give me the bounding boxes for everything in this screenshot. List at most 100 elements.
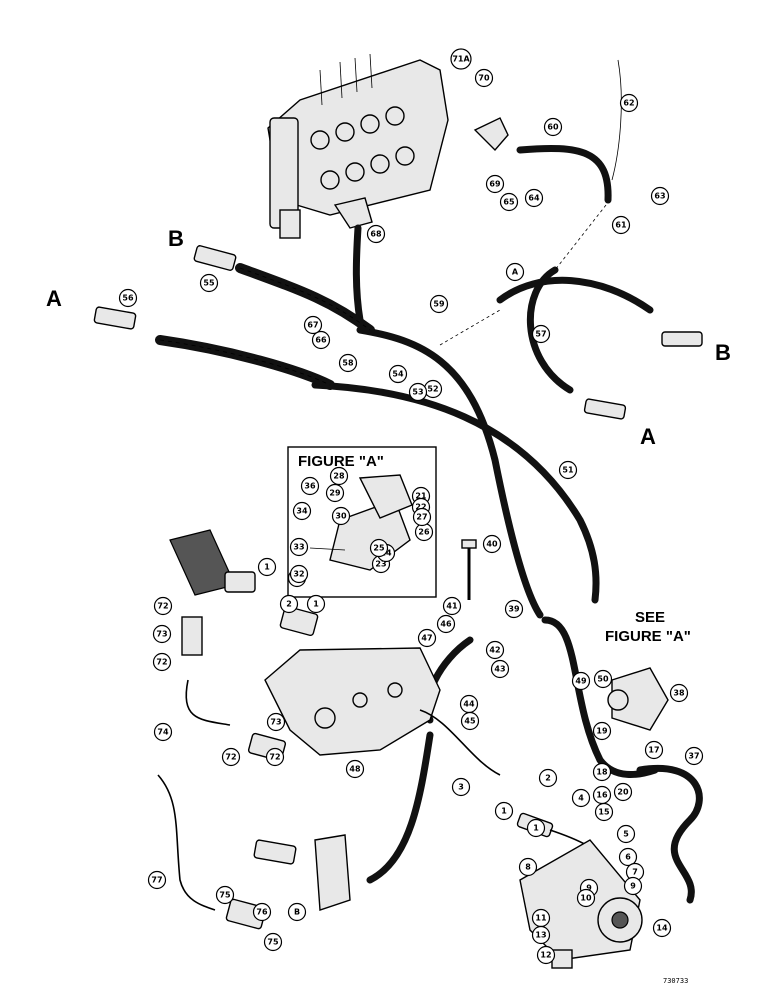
callout-label: 16	[596, 791, 608, 800]
callout-label: 12	[540, 951, 551, 960]
callout-label: 49	[575, 677, 587, 686]
callout-54: 54	[388, 364, 408, 384]
callout-59: 59	[429, 294, 449, 314]
callout-label: 29	[329, 489, 341, 498]
callout-18: 18	[592, 762, 612, 782]
callout-40: 40	[482, 534, 502, 554]
callout-label: 47	[421, 634, 432, 643]
callout-label: 39	[508, 605, 520, 614]
callout-1: 1	[526, 818, 546, 838]
see-figure-a-line1: SEE	[635, 609, 665, 626]
callout-label: 68	[370, 230, 382, 239]
callout-label: 32	[293, 570, 304, 579]
callout-label: 66	[315, 336, 327, 345]
control-valve-bank	[267, 53, 449, 239]
callout-73: 73	[152, 624, 172, 644]
callout-label: 72	[156, 658, 167, 667]
callout-67: 67	[303, 315, 323, 335]
letter-a-left: A	[46, 286, 62, 311]
callout-15: 15	[594, 802, 614, 822]
callout-50: 50	[593, 669, 613, 689]
callout-label: 63	[654, 192, 665, 201]
callout-62: 62	[619, 93, 639, 113]
callout-label: 51	[562, 466, 574, 475]
callout-37: 37	[684, 746, 704, 766]
callout-72: 72	[152, 652, 172, 672]
callout-label: 57	[535, 330, 546, 339]
callout-label: 54	[392, 370, 404, 379]
callout-label: 2	[286, 600, 292, 609]
callout-label: 56	[122, 294, 134, 303]
callout-label: 1	[264, 563, 270, 572]
suction-filter	[169, 529, 256, 596]
callout-55: 55	[199, 273, 219, 293]
callout-33: 33	[289, 537, 309, 557]
letter-b-right: B	[715, 340, 731, 365]
callout-label: 64	[528, 194, 540, 203]
callout-9: 9	[623, 876, 643, 896]
callout-label: 61	[615, 221, 627, 230]
callout-46: 46	[436, 614, 456, 634]
callout-label: 25	[373, 544, 385, 553]
callout-5: 5	[616, 824, 636, 844]
callout-label: 43	[494, 665, 505, 674]
callout-29: 29	[325, 483, 345, 503]
callout-label: 37	[688, 752, 699, 761]
sleeve-2-upper	[279, 605, 319, 637]
chain	[611, 59, 622, 181]
callout-label: 48	[349, 765, 361, 774]
callout-label: 45	[464, 717, 476, 726]
callout-label: 72	[225, 753, 236, 762]
callout-label: 71A	[452, 55, 470, 64]
callout-label: 10	[580, 894, 592, 903]
callout-label: 13	[535, 931, 546, 940]
callout-label: 70	[478, 74, 490, 83]
callout-label: 73	[156, 630, 167, 639]
loader-control-valve	[264, 647, 441, 756]
callout-65: 65	[499, 192, 519, 212]
callout-71A: 71A	[450, 48, 472, 70]
callout-30: 30	[331, 506, 351, 526]
callout-label: 7	[632, 868, 638, 877]
callout-32: 32	[289, 564, 309, 584]
callout-label: 1	[501, 807, 507, 816]
spring-guarded-hose-a	[93, 306, 335, 390]
callout-label: A	[512, 268, 519, 277]
callout-label: 73	[270, 718, 281, 727]
callout-label: 62	[623, 99, 634, 108]
callout-label: 67	[307, 321, 318, 330]
callout-label: 74	[157, 728, 169, 737]
callout-label: 23	[375, 560, 386, 569]
callout-2: 2	[538, 768, 558, 788]
callout-label: 1	[533, 824, 539, 833]
callout-label: 26	[418, 528, 430, 537]
callout-57: 57	[531, 324, 551, 344]
callout-label: 69	[489, 180, 501, 189]
figure-a-inset	[287, 446, 437, 598]
callout-label: 28	[333, 472, 345, 481]
callout-56: 56	[118, 288, 138, 308]
callout-36: 36	[300, 476, 320, 496]
callout-16: 16	[592, 785, 612, 805]
elbow-fitting-61-upper	[473, 117, 509, 152]
callout-72: 72	[221, 747, 241, 767]
callout-label: 72	[157, 602, 168, 611]
callout-27: 27	[412, 507, 432, 527]
callout-label: 40	[486, 540, 498, 549]
callout-label: 53	[412, 388, 423, 397]
callout-60: 60	[543, 117, 563, 137]
tube-77	[157, 774, 216, 911]
callout-25: 25	[369, 538, 389, 558]
callout-label: 27	[416, 513, 427, 522]
elbow-fitting-61-lower	[333, 197, 373, 229]
callout-B: B	[287, 902, 307, 922]
callout-43: 43	[490, 659, 510, 679]
callout-label: 14	[656, 924, 668, 933]
callout-label: 38	[673, 689, 685, 698]
callout-label: 9	[586, 884, 592, 893]
tube-3	[419, 709, 501, 776]
callout-38: 38	[669, 683, 689, 703]
callout-52: 52	[423, 379, 443, 399]
auxiliary-motor	[607, 667, 669, 731]
callout-73: 73	[266, 712, 286, 732]
